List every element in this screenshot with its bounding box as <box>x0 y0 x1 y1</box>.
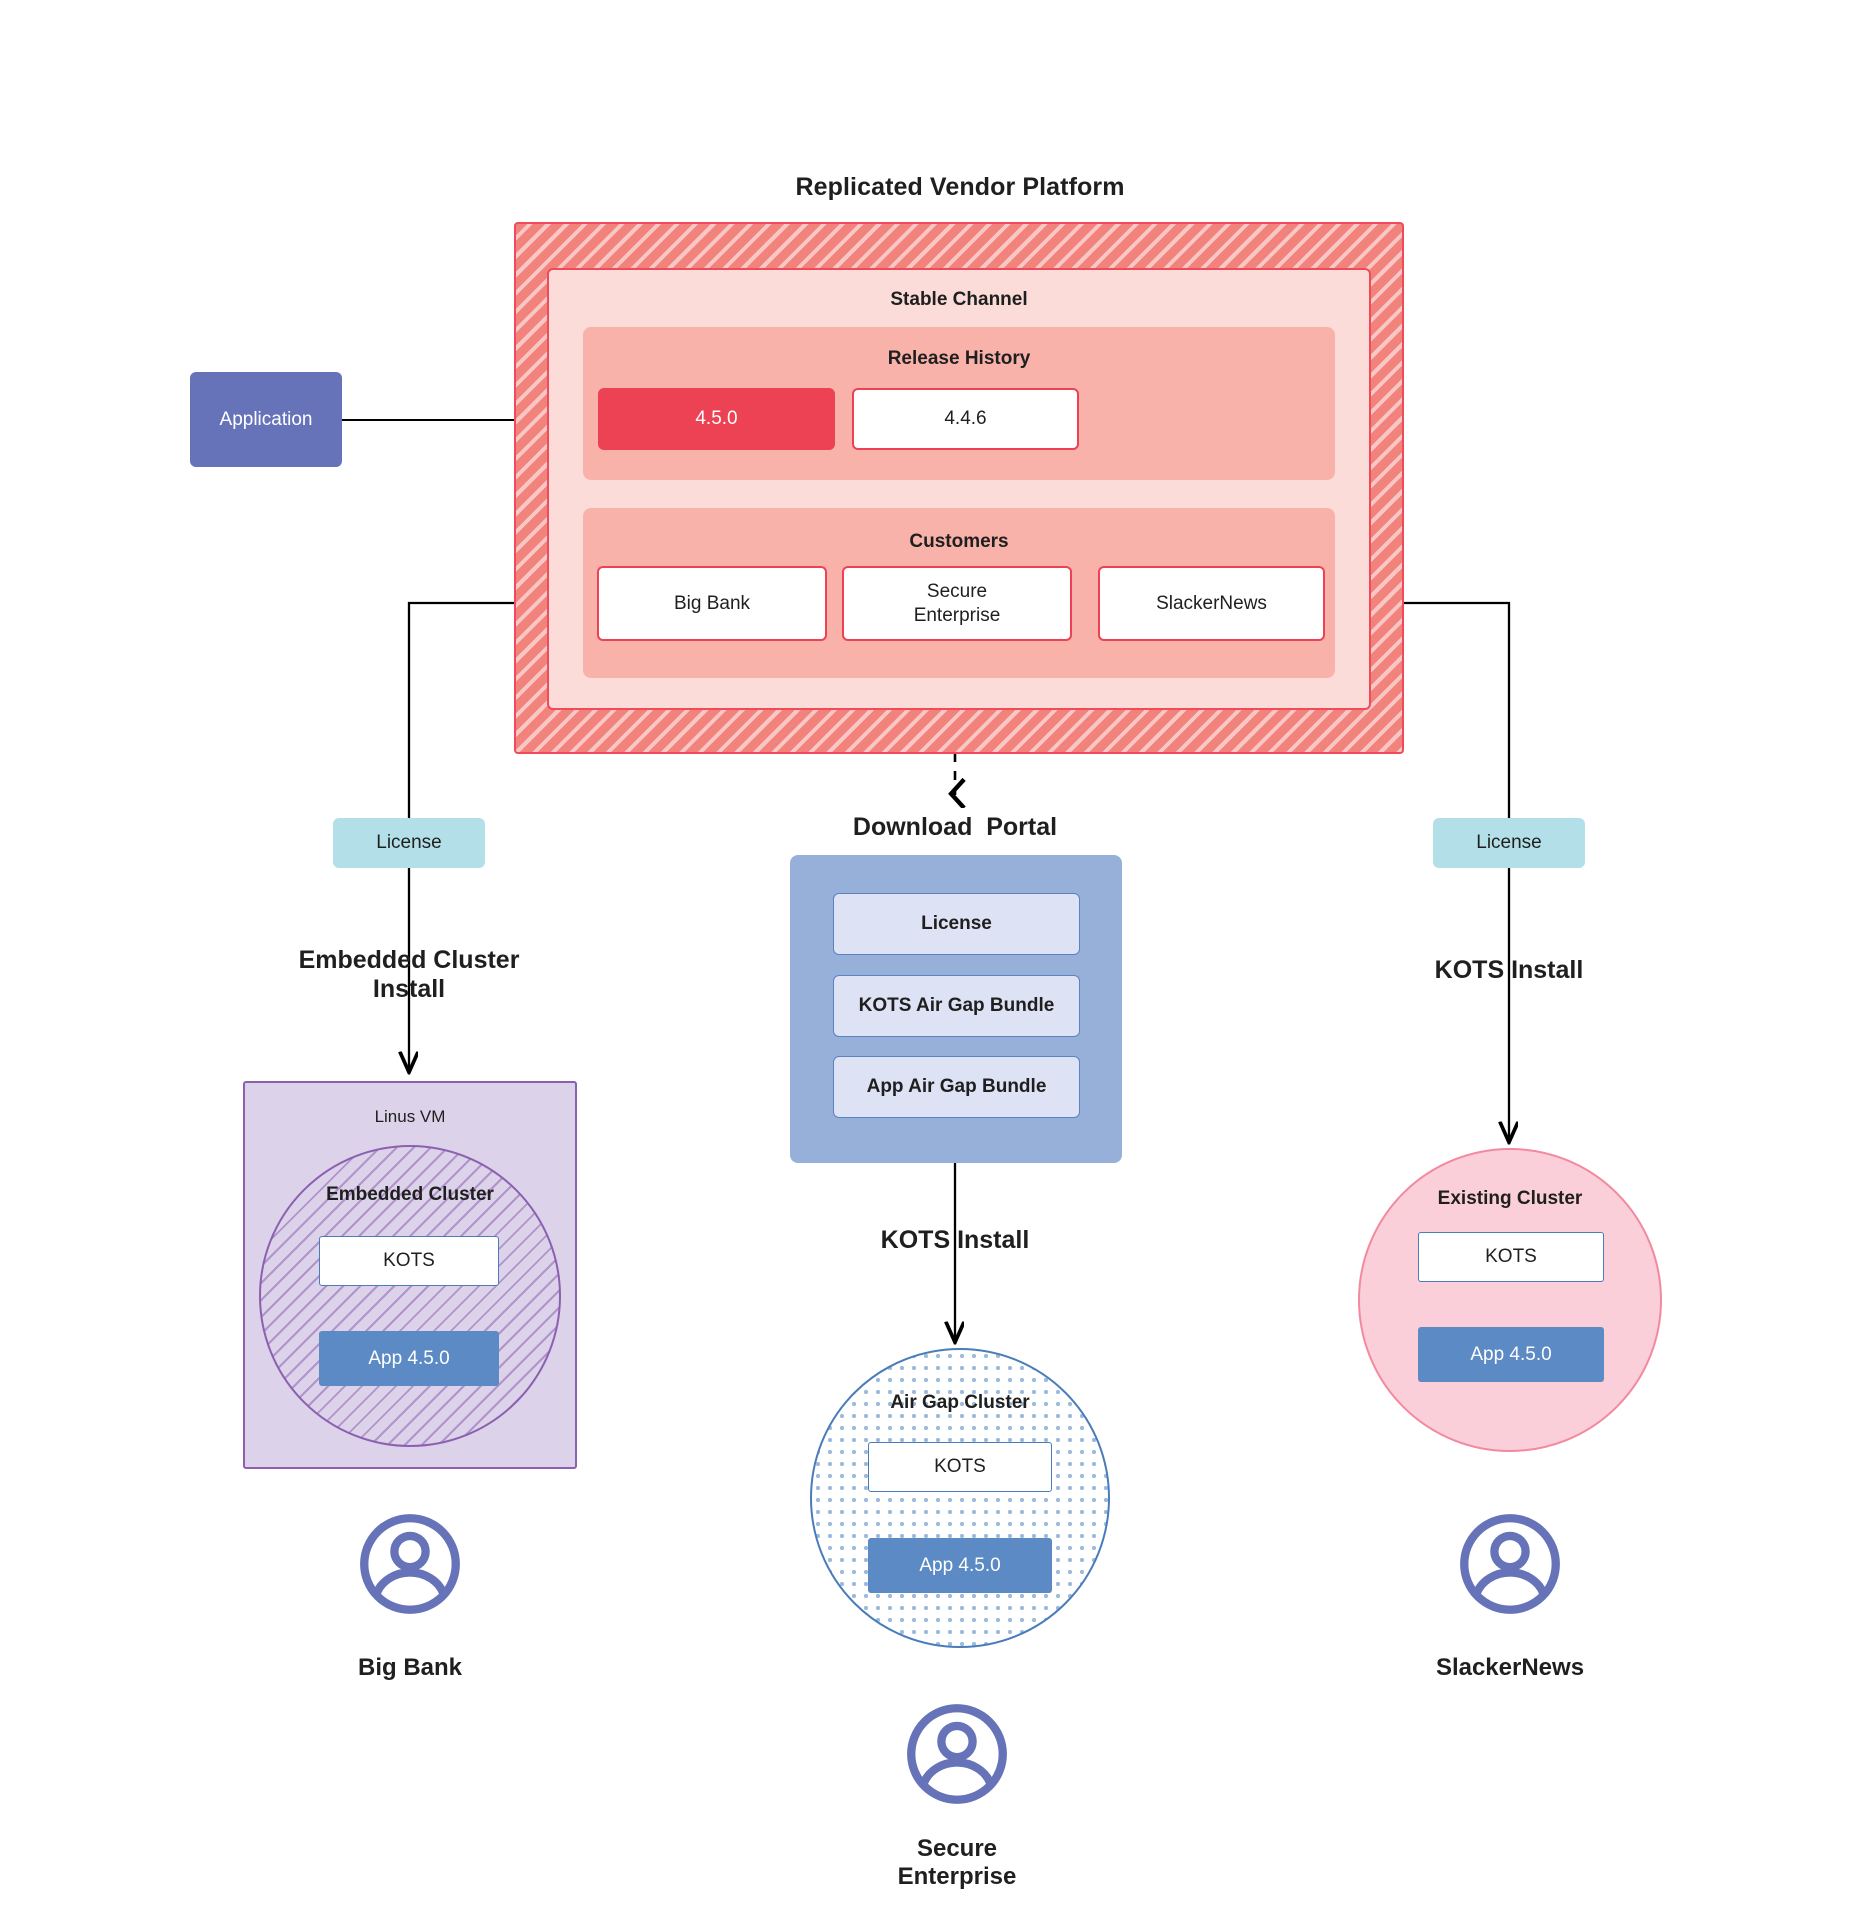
license-badge-left[interactable]: License <box>333 818 485 868</box>
embedded-cluster-label: Embedded Cluster <box>326 1184 494 1205</box>
page-title: Replicated Vendor Platform <box>795 172 1125 201</box>
application-box[interactable]: Application <box>190 372 342 467</box>
app-box-left[interactable]: App 4.5.0 <box>319 1331 499 1386</box>
embedded-cluster-circle <box>259 1145 561 1447</box>
app-box-center[interactable]: App 4.5.0 <box>868 1538 1052 1593</box>
flow-label-kots-install-right: KOTS Install <box>1434 955 1584 984</box>
persona-secure-enterprise <box>877 1702 1037 1882</box>
user-icon <box>1460 1514 1560 1614</box>
user-icon <box>907 1704 1007 1804</box>
customer-chip-secure-enterprise[interactable]: Secure Enterprise <box>842 566 1072 641</box>
existing-cluster-circle <box>1358 1148 1662 1452</box>
release-chip-4-4-6[interactable]: 4.4.6 <box>852 388 1079 450</box>
air-gap-cluster-circle <box>810 1348 1110 1648</box>
persona-label-slackernews: SlackerNews <box>1435 1653 1585 1681</box>
linus-vm-label: Linus VM <box>374 1107 446 1126</box>
air-gap-cluster-label: Air Gap Cluster <box>890 1392 1030 1413</box>
user-icon <box>360 1514 460 1614</box>
customers-label: Customers <box>909 531 1009 552</box>
existing-cluster-label: Existing Cluster <box>1437 1188 1583 1209</box>
persona-big-bank <box>330 1512 490 1692</box>
download-portal-title: Download Portal <box>852 812 1058 841</box>
portal-item-app-air-gap-bundle[interactable]: App Air Gap Bundle <box>833 1056 1080 1118</box>
app-box-right[interactable]: App 4.5.0 <box>1418 1327 1604 1382</box>
persona-label-secure-enterprise: Secure Enterprise <box>897 1834 1017 1890</box>
customer-chip-big-bank[interactable]: Big Bank <box>597 566 827 641</box>
persona-label-big-bank: Big Bank <box>357 1653 462 1681</box>
flow-label-embedded-cluster-install: Embedded Cluster Install <box>298 946 520 1003</box>
customer-chip-slackernews[interactable]: SlackerNews <box>1098 566 1325 641</box>
release-chip-4-5-0[interactable]: 4.5.0 <box>598 388 835 450</box>
kots-box-right[interactable]: KOTS <box>1418 1232 1604 1282</box>
persona-slackernews <box>1430 1512 1590 1692</box>
portal-item-kots-air-gap-bundle[interactable]: KOTS Air Gap Bundle <box>833 975 1080 1037</box>
kots-box-left[interactable]: KOTS <box>319 1236 499 1286</box>
license-badge-right[interactable]: License <box>1433 818 1585 868</box>
kots-box-center[interactable]: KOTS <box>868 1442 1052 1492</box>
stable-channel-label: Stable Channel <box>890 289 1028 310</box>
flow-label-kots-install-center: KOTS Install <box>880 1225 1030 1254</box>
portal-item-license[interactable]: License <box>833 893 1080 955</box>
release-history-label: Release History <box>887 348 1031 369</box>
